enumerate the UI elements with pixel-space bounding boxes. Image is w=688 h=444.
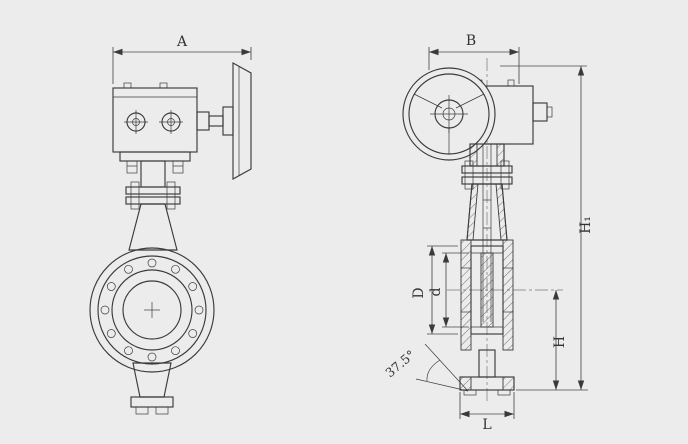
dimension-a: A [112, 34, 252, 84]
dim-label-h: H [552, 336, 568, 348]
bolt-hole [100, 305, 110, 315]
angle-arc [426, 359, 441, 382]
base-foot [497, 389, 511, 396]
mounting-plate [119, 151, 191, 162]
dim-label-b: B [466, 33, 476, 49]
dimension-d-outer: D [411, 245, 458, 335]
handwheel-face [402, 67, 496, 161]
dimension-b: B [428, 33, 520, 84]
flange-plate-bottom [125, 196, 181, 205]
flange-bolt [166, 181, 176, 210]
neck-wall-section [466, 183, 479, 241]
upper-neck [140, 160, 166, 188]
dimension-h: H [516, 290, 588, 391]
lower-neck-taper [128, 203, 178, 251]
neck-wall-section [496, 143, 505, 167]
flange-circle [97, 255, 207, 365]
neck-wall-section [469, 143, 478, 167]
flange-plate-top [461, 165, 513, 174]
neck-assembly-front [119, 151, 191, 251]
input-shaft-step [208, 115, 224, 127]
dimension-l: L [459, 392, 515, 433]
worm-shaft-boss [532, 102, 548, 122]
dimension-h1: H₁ [500, 65, 594, 390]
dim-label-h1: H₁ [578, 216, 594, 234]
flange-section-left [460, 239, 472, 351]
flange-section-right [502, 239, 514, 351]
wheel-hub [222, 106, 234, 136]
flange-bolt [130, 181, 140, 210]
bolt-hole [124, 264, 133, 274]
base-foot [135, 406, 149, 415]
bolt-hole [106, 282, 116, 291]
bolt-hole [147, 258, 157, 268]
valve-body-front [89, 247, 215, 373]
bolt-hole [188, 282, 198, 291]
base-foot [463, 389, 477, 396]
spoke [455, 93, 485, 109]
base-plate [130, 396, 174, 408]
dim-label-a: A [176, 34, 188, 50]
dim-label-l: L [482, 417, 491, 433]
flange-bolt [464, 160, 474, 190]
gearbox-bolt [159, 82, 168, 89]
gearbox-bolt [507, 79, 515, 87]
neck-assembly-side [461, 143, 513, 322]
angle-leg [424, 343, 469, 392]
dimension-d-inner: d [428, 252, 469, 328]
bottom-support-front [130, 362, 174, 415]
bolt [172, 160, 184, 174]
valve-body-section [459, 239, 515, 396]
flange-plate-top [125, 186, 181, 195]
gearbox-bolt [123, 82, 132, 89]
base-foot [155, 406, 169, 415]
handwheel-edge [196, 62, 252, 180]
bolt-hole-circle [100, 258, 204, 362]
bolt [126, 160, 138, 174]
body-web [470, 245, 504, 335]
input-shaft [196, 111, 210, 131]
bolt-hole [171, 346, 180, 356]
seat-circle [111, 269, 193, 351]
bottom-flange-section [502, 376, 515, 391]
angle-leg [415, 378, 469, 392]
body-outer-circle [89, 247, 215, 373]
bolt-hole [171, 264, 180, 274]
bolt-hole [194, 305, 204, 315]
angle-label: 37.5° [382, 347, 418, 380]
dim-label-d-outer: D [411, 287, 427, 298]
bolt-hole [106, 329, 116, 338]
worm-shaft-end [546, 106, 553, 118]
flange-bolt [500, 160, 510, 190]
dim-label-d-inner: d [428, 287, 444, 296]
bolt-hole [147, 352, 157, 362]
gearbox-housing [112, 87, 198, 153]
front-view: A [89, 34, 252, 415]
bolt-hole [124, 346, 133, 356]
gearbox-front [112, 82, 198, 153]
bolt-hole [188, 329, 198, 338]
handwheel-rim [232, 62, 252, 180]
spoke [413, 93, 443, 109]
support-leg [132, 362, 172, 398]
neck-wall-section [495, 183, 508, 241]
angle-callout: 37.5° [382, 343, 469, 392]
disc-edge-section [480, 252, 494, 328]
bore-circle [122, 280, 182, 340]
side-view: B [382, 33, 594, 433]
